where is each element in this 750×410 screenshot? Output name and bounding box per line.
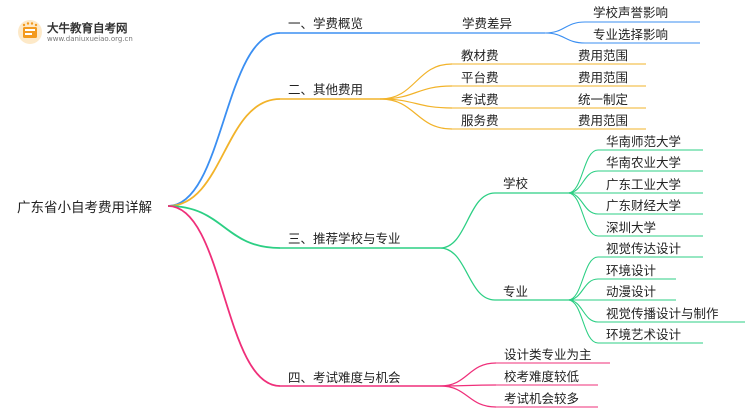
major-5: 环境艺术设计 xyxy=(606,327,682,342)
school-link-2 xyxy=(567,170,599,194)
major-4: 视觉传播设计与制作 xyxy=(606,306,719,321)
b2-node-3: 考试费 xyxy=(461,92,499,107)
branch-4-label: 四、考试难度与机会 xyxy=(288,370,401,385)
branch-1-label: 一、学费概览 xyxy=(288,16,364,31)
major-2: 环境设计 xyxy=(606,263,657,278)
b1-leaf-1: 学校声誉影响 xyxy=(593,5,669,20)
school-3: 广东工业大学 xyxy=(606,177,682,192)
major-3: 动漫设计 xyxy=(606,284,657,299)
b3-node-2: 专业 xyxy=(503,284,529,299)
major-1: 视觉传达设计 xyxy=(606,241,682,256)
logo-title: 大牛教育自考网 xyxy=(47,21,128,35)
school-link-5 xyxy=(567,192,599,237)
major-link-4 xyxy=(567,299,599,323)
b4-node-3: 考试机会较多 xyxy=(504,391,580,406)
b3-node-1: 学校 xyxy=(503,176,529,191)
b2-link-2 xyxy=(379,85,453,100)
root-to-branch-3 xyxy=(167,205,281,249)
b2-leaf-2: 费用范围 xyxy=(578,70,629,85)
b2-leaf-3: 统一制定 xyxy=(578,92,629,107)
root-to-branch-2 xyxy=(167,98,281,207)
b2-leaf-1: 费用范围 xyxy=(578,48,629,63)
major-link-2 xyxy=(567,278,599,301)
b1-leaf-2: 专业选择影响 xyxy=(593,27,669,42)
school-2: 华南农业大学 xyxy=(606,155,682,170)
b4-link-3 xyxy=(439,385,497,408)
major-link-5 xyxy=(567,299,599,344)
b3-major-link xyxy=(439,247,496,301)
b2-link-4 xyxy=(379,98,453,130)
root-topic: 广东省小自考费用详解 xyxy=(17,200,152,216)
b1-leaf-1-link xyxy=(544,21,586,34)
b2-leaf-4: 费用范围 xyxy=(578,113,629,128)
b4-node-1: 设计类专业为主 xyxy=(504,347,592,362)
school-link-1 xyxy=(567,149,599,194)
school-4: 广东财经大学 xyxy=(606,198,682,213)
school-5: 深圳大学 xyxy=(606,220,657,235)
logo-url: www.daniuxueiao.org.cn xyxy=(47,35,133,43)
branch-2-label: 二、其他费用 xyxy=(288,82,364,97)
book-logo-icon xyxy=(18,20,42,44)
root-to-branch-1 xyxy=(167,32,281,207)
branch-3-label: 三、推荐学校与专业 xyxy=(288,231,401,246)
b2-link-1 xyxy=(379,63,453,100)
school-1: 华南师范大学 xyxy=(606,134,682,149)
school-link-4 xyxy=(567,192,599,215)
b2-node-2: 平台费 xyxy=(461,70,499,85)
b1-node-1: 学费差异 xyxy=(462,16,513,31)
b4-link-1 xyxy=(439,362,497,387)
major-link-1 xyxy=(567,256,599,301)
b2-node-4: 服务费 xyxy=(461,113,499,128)
logo: 大牛教育自考网 www.daniuxueiao.org.cn xyxy=(17,17,167,47)
b2-node-1: 教材费 xyxy=(461,48,499,63)
b1-leaf-2-link xyxy=(544,32,586,44)
root-to-branch-4 xyxy=(167,205,281,387)
b4-node-2: 校考难度较低 xyxy=(504,369,580,384)
b3-school-link xyxy=(439,192,496,249)
